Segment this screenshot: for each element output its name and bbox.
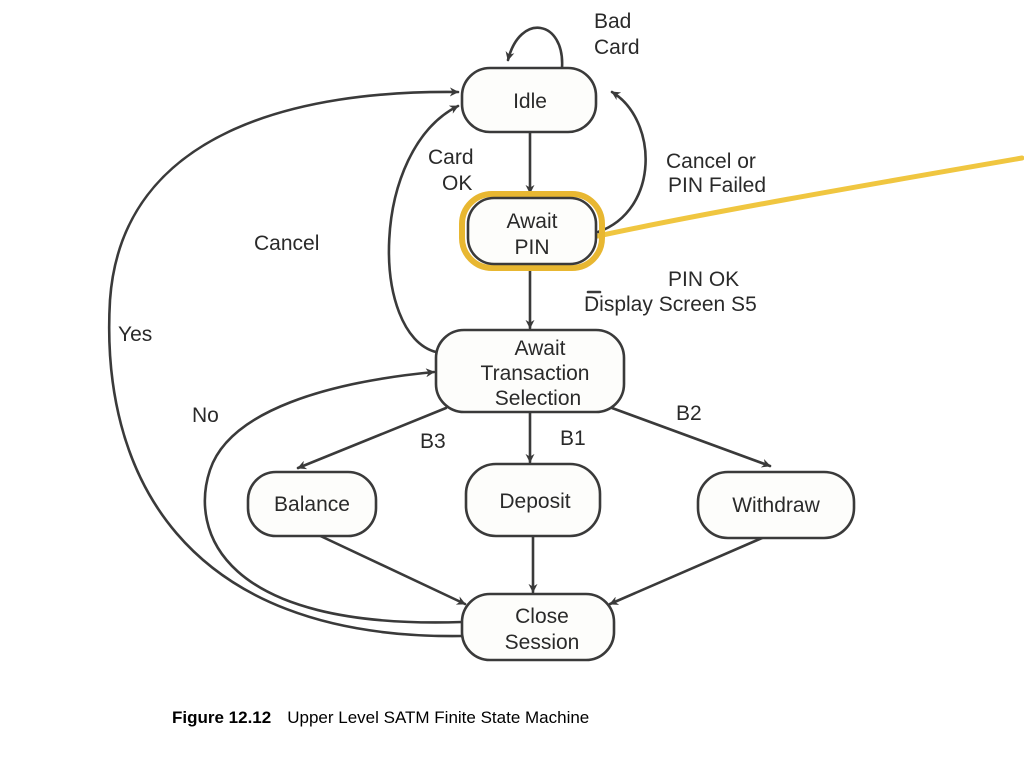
label-card-ok-1: Card: [428, 146, 474, 169]
state-await-pin-label-2: PIN: [514, 236, 549, 259]
label-bad-card-1: Bad: [594, 10, 631, 33]
state-close-session: Close Session: [460, 592, 616, 662]
state-balance: Balance: [246, 470, 378, 538]
state-close-session-label-1: Close: [515, 605, 569, 628]
state-idle-label: Idle: [513, 90, 547, 113]
state-deposit: Deposit: [464, 462, 602, 538]
label-cancel-or-pin-failed-2: PIN Failed: [668, 174, 766, 197]
label-b3: B3: [420, 430, 446, 453]
state-await-pin-label-1: Await: [507, 210, 558, 233]
state-await-transaction-label-3: Selection: [495, 387, 581, 410]
edge-cancel: [387, 104, 460, 354]
edge-cancel-or-pin-failed: [596, 90, 647, 234]
state-await-transaction-label-1: Await: [515, 337, 566, 360]
edge-yes: [107, 87, 464, 638]
figure-title: Upper Level SATM Finite State Machine: [287, 708, 589, 727]
highlight-stroke: [595, 155, 1024, 239]
edge-bad-card: [505, 26, 564, 70]
state-close-session-label-2: Session: [505, 631, 580, 654]
highlight-ring: [459, 191, 605, 271]
label-bad-card-2: Card: [594, 36, 640, 59]
edge-balance-close: [310, 530, 467, 606]
label-b1: B1: [560, 427, 586, 450]
label-card-ok-2: OK: [442, 172, 472, 195]
state-balance-label: Balance: [274, 493, 350, 516]
state-await-transaction: Await Transaction Selection: [434, 328, 626, 414]
edge-withdraw-close: [608, 536, 764, 606]
label-yes: Yes: [118, 323, 152, 346]
state-await-transaction-label-2: Transaction: [481, 362, 590, 385]
state-await-pin: Await PIN: [459, 191, 605, 271]
edge-no: [203, 368, 464, 624]
label-cancel-or-pin-failed-1: Cancel or: [666, 150, 756, 173]
state-withdraw-label: Withdraw: [732, 494, 820, 517]
figure-caption: Figure 12.12 Upper Level SATM Finite Stat…: [172, 708, 589, 727]
edge-b3: [296, 406, 448, 470]
label-b2: B2: [676, 402, 702, 425]
figure-number: Figure 12.12: [172, 708, 271, 727]
label-pin-ok-2: Display Screen S5: [584, 293, 757, 316]
state-withdraw: Withdraw: [696, 470, 856, 540]
state-deposit-label: Deposit: [499, 490, 570, 513]
label-no: No: [192, 404, 219, 427]
edge-b2: [610, 406, 772, 468]
label-cancel: Cancel: [254, 232, 319, 255]
label-pin-ok-1: PIN OK: [668, 268, 739, 291]
state-idle: Idle: [460, 66, 598, 134]
